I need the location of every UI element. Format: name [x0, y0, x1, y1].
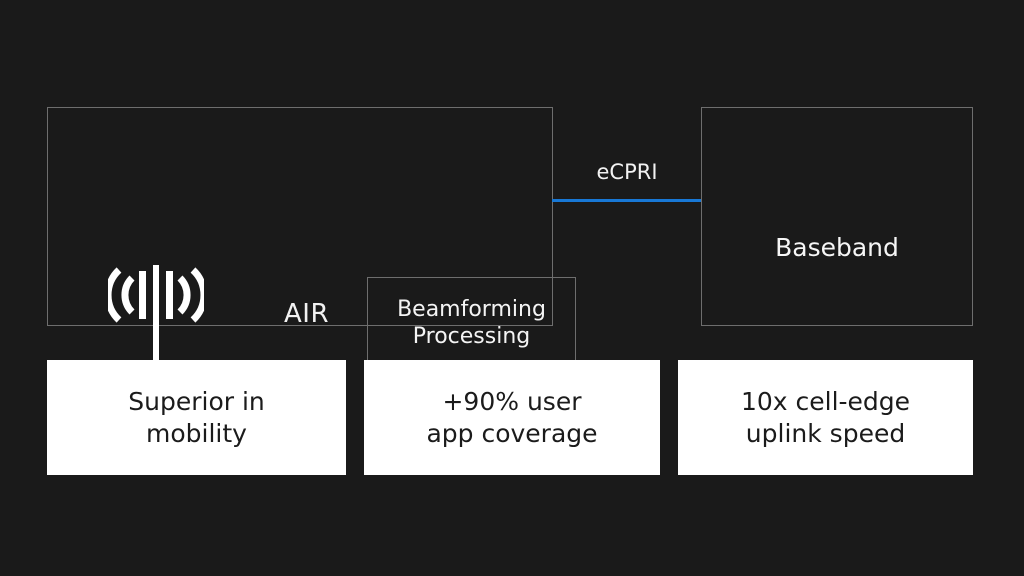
- baseband-node-box: [701, 107, 973, 326]
- benefit-card: 10x cell-edge uplink speed: [678, 360, 973, 475]
- benefit-card: +90% user app coverage: [364, 360, 660, 475]
- beamforming-processing-box: Beamforming Processing: [367, 277, 576, 371]
- benefit-card: Superior in mobility: [47, 360, 346, 475]
- air-node-box: AIR Beamforming Processing: [47, 107, 576, 371]
- antenna-icon: [104, 256, 208, 368]
- ecpri-link-line: [552, 199, 702, 202]
- benefit-card-text: +90% user app coverage: [426, 386, 598, 448]
- baseband-label: Baseband: [775, 233, 899, 262]
- ecpri-link-label: eCPRI: [596, 160, 658, 184]
- beamforming-processing-label: Beamforming Processing: [397, 297, 546, 349]
- benefit-card-text: 10x cell-edge uplink speed: [740, 386, 911, 448]
- air-label: AIR: [284, 299, 330, 329]
- benefit-card-text: Superior in mobility: [128, 386, 265, 448]
